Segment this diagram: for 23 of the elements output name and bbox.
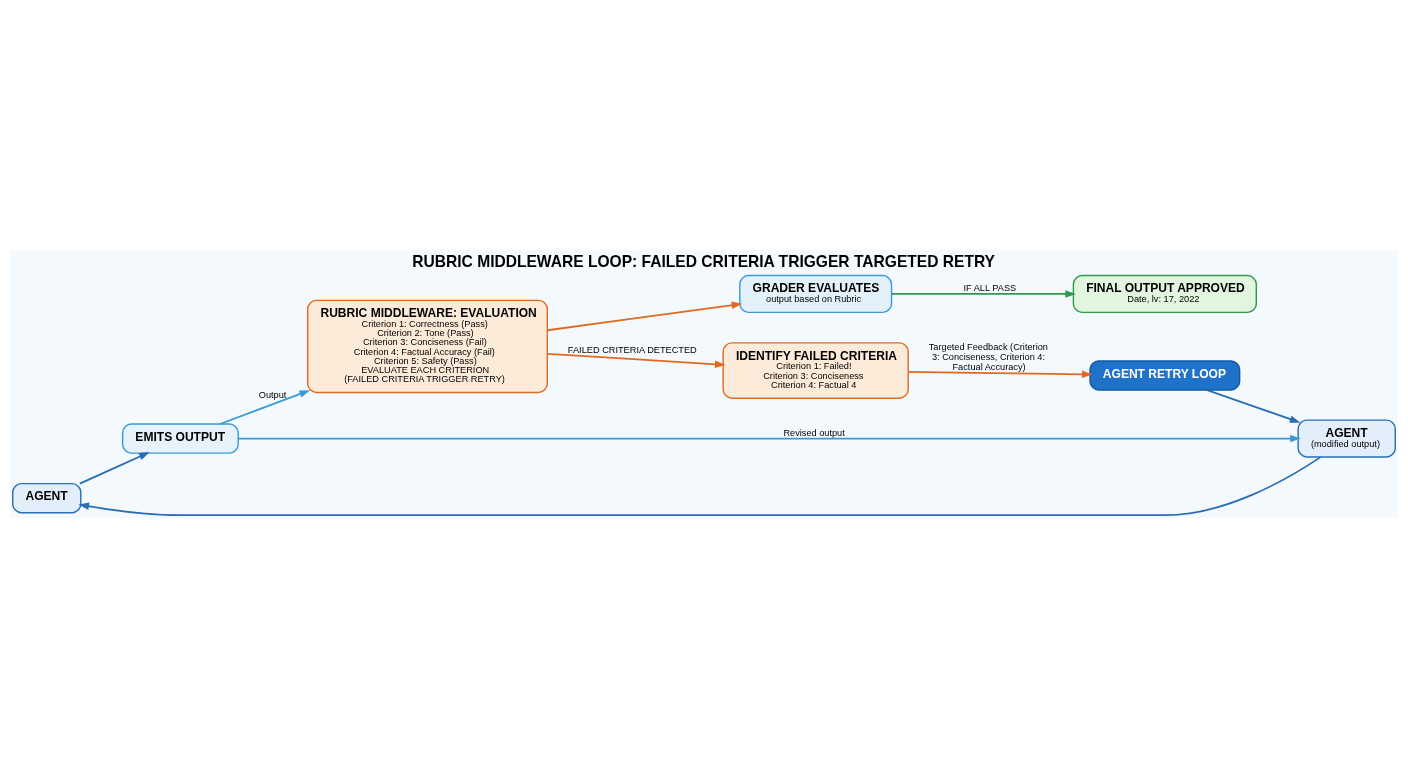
node-box: AGENT (modified output) — [1297, 419, 1396, 458]
arrow — [78, 456, 1322, 517]
node-box: IDENTIFY FAILED CRITERIA Criterion 1: Failed! Criterion 3: Conciseness Criterion 4: Factual 4 — [722, 342, 909, 399]
arrow — [546, 301, 743, 332]
node-box: AGENT RETRY LOOP — [1089, 360, 1241, 391]
node-box: FINAL OUTPUT APPROVED Date, lv: 17, 2022 — [1072, 274, 1257, 314]
arrow — [546, 352, 726, 369]
node-box: EMITS OUTPUT — [121, 423, 239, 454]
edge-label: Revised output — [783, 428, 845, 439]
node-box: RUBRIC MIDDLEWARE: EVALUATION Criterion 1: Correctness (Pass) Criterion 2: Tone (Pass) Criterion 3: Conciseness (Fail) Criterion 4: Factual Accuracy (Fail) Criterion 5: Safety (Pass) EVALUATE EACH CRITERION (FAILED CRITERIA TRIGGER RETRY) — [306, 299, 548, 394]
edge-label: Targeted Feedback (Criterion 3: Conciseness, Criterion 4: Factual Accuracy) — [928, 342, 1048, 373]
arrow — [1206, 389, 1301, 423]
edge-label: IF ALL PASS — [963, 283, 1017, 294]
arrow — [237, 434, 1301, 443]
arrow — [907, 370, 1093, 379]
node-box: GRADER EVALUATES output based on Rubric — [739, 274, 893, 314]
node-box: AGENT — [12, 482, 82, 514]
diagram-title: RUBRIC MIDDLEWARE LOOP: FAILED CRITERIA TRIGGER TARGETED RETRY — [412, 253, 995, 271]
arrow — [890, 290, 1076, 298]
arrow — [78, 452, 150, 485]
edge-label: FAILED CRITERIA DETECTED — [567, 345, 697, 356]
arrow — [219, 390, 311, 425]
edge-label: Output — [258, 390, 287, 401]
